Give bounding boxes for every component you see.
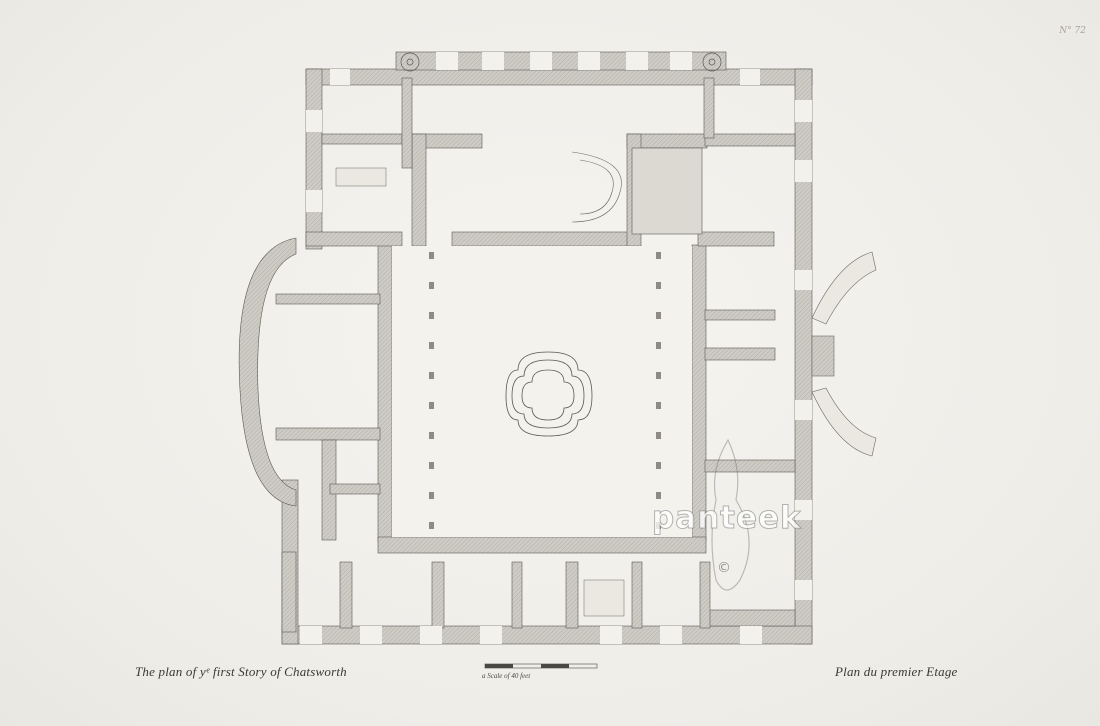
english-caption: The plan of yᵉ first Story of Chatsworth: [135, 664, 347, 679]
french-caption: Plan du premier Etage: [835, 664, 958, 679]
west-stair: [335, 167, 625, 617]
watermark-figure: [711, 438, 750, 591]
north-grand-stair: [571, 151, 622, 223]
east-entrance-stairs: [811, 251, 877, 457]
watermark-copyright-icon: ©: [717, 560, 731, 576]
plate-number: N° 72: [1059, 26, 1086, 36]
scale-bar: [484, 663, 598, 669]
watermark-text: panteek: [652, 500, 802, 537]
courtyard: [392, 246, 692, 537]
colonnade-piers: [429, 252, 661, 529]
spiral-stairs: [400, 52, 722, 72]
scale-label: a Scale of 40 feet: [482, 672, 531, 680]
west-bow-window: [238, 237, 297, 507]
central-fountain: [505, 351, 593, 437]
window-openings: [300, 52, 812, 644]
